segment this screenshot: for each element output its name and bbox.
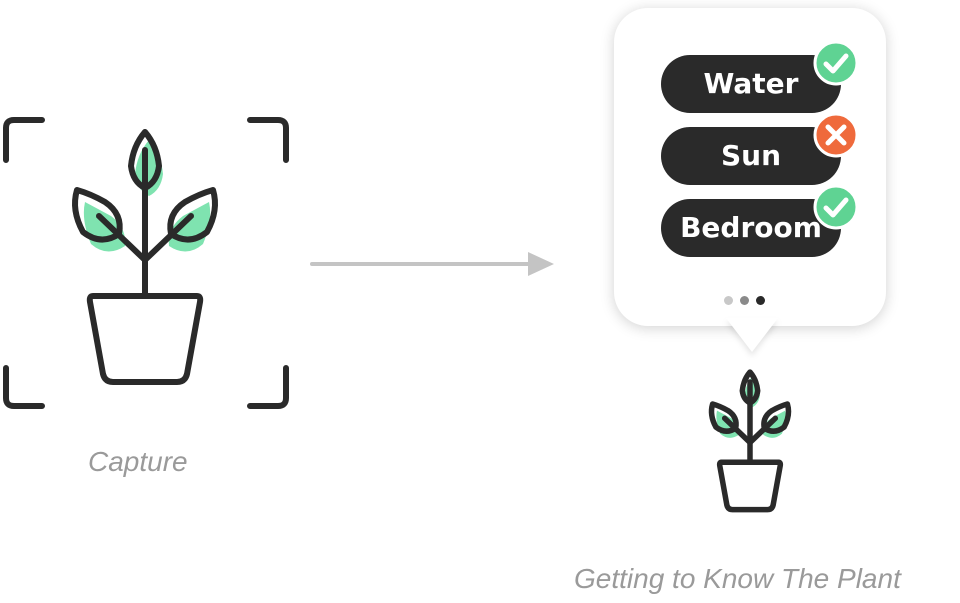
arrow-right-icon: [310, 252, 554, 276]
potted-plant-icon: [708, 369, 792, 513]
viewfinder-corners-icon: [3, 117, 289, 409]
capture-label: Capture: [88, 446, 188, 477]
tag-water: Water: [661, 55, 841, 113]
check-circle-icon: [813, 184, 859, 230]
x-circle-icon: [813, 112, 859, 158]
pagination-dot[interactable]: [724, 296, 733, 305]
pagination-dots[interactable]: [724, 290, 772, 309]
pagination-dot[interactable]: [740, 296, 749, 305]
capture-viewfinder: [3, 117, 289, 409]
tag-sun: Sun: [661, 127, 841, 185]
bubble-tail: [726, 318, 778, 352]
pagination-dot-active[interactable]: [756, 296, 765, 305]
potted-plant-icon: [72, 129, 218, 385]
getting-to-know-label: Getting to Know The Plant: [574, 563, 901, 594]
tag-bedroom: Bedroom: [661, 199, 841, 257]
check-circle-icon: [813, 40, 859, 86]
